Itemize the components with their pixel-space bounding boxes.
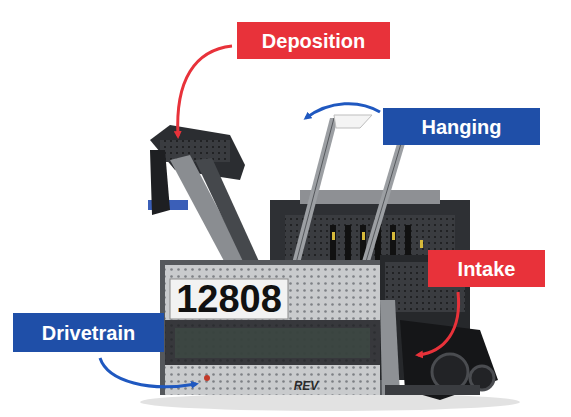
callout-box: Drivetrain (13, 313, 164, 352)
callout-box: Intake (428, 250, 545, 287)
team-number: 12808 (176, 280, 282, 318)
callout-label: Hanging (422, 116, 502, 138)
brand-logo: REV (294, 380, 319, 392)
callout-box: Deposition (237, 22, 390, 59)
callout-box: Hanging (383, 108, 540, 145)
callout-label: Deposition (262, 30, 365, 52)
callout-label: Drivetrain (42, 322, 135, 344)
callout-label: Intake (458, 258, 516, 280)
leader-arrow (100, 358, 196, 387)
leader-arrow (178, 46, 232, 136)
leader-arrow (306, 104, 380, 118)
leader-arrow (418, 292, 459, 355)
